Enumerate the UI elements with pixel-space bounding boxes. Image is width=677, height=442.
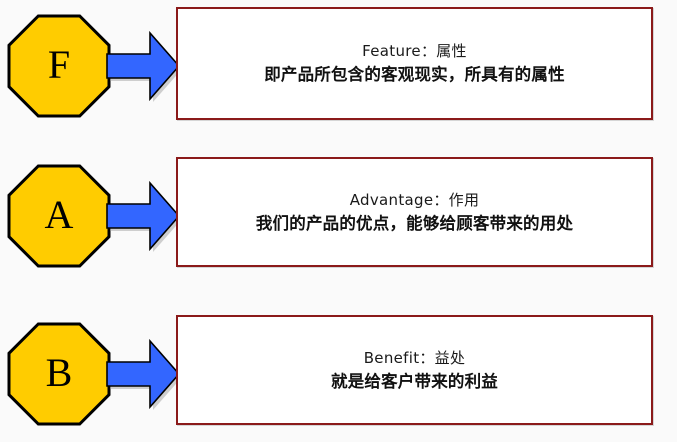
box-description-benefit: 就是给客户带来的利益 xyxy=(331,371,498,391)
octagon-letter-f: F xyxy=(47,42,71,87)
octagon-path xyxy=(7,14,111,118)
arrow-path xyxy=(106,30,181,102)
description-box-benefit: Benefit：益处 就是给客户带来的利益 xyxy=(176,315,653,425)
arrow-path xyxy=(106,338,181,410)
arrow-icon-f xyxy=(104,30,182,102)
diagram-row-benefit: B Benefit：益处 就是给客户带来的利益 xyxy=(0,313,677,431)
box-title-feature: Feature：属性 xyxy=(362,42,467,60)
diagram-row-advantage: A Advantage：作用 我们的产品的优点，能够给顾客带来的用处 xyxy=(0,155,677,273)
box-description-advantage: 我们的产品的优点，能够给顾客带来的用处 xyxy=(255,213,574,233)
description-box-advantage: Advantage：作用 我们的产品的优点，能够给顾客带来的用处 xyxy=(176,157,653,267)
arrow-path xyxy=(106,180,181,252)
octagon-shape-a[interactable]: A xyxy=(7,164,111,268)
description-box-feature: Feature：属性 即产品所包含的客观现实，所具有的属性 xyxy=(176,7,653,120)
box-description-feature: 即产品所包含的客观现实，所具有的属性 xyxy=(264,65,565,84)
octagon-letter-b: B xyxy=(45,350,73,395)
arrow-icon-b xyxy=(104,338,182,410)
arrow-icon-a xyxy=(104,180,182,252)
diagram-row-feature: F Feature：属性 即产品所包含的客观现实，所具有的属性 xyxy=(0,5,677,123)
octagon-shape-f[interactable]: F xyxy=(7,14,111,118)
box-title-advantage: Advantage：作用 xyxy=(349,190,480,209)
octagon-path xyxy=(7,164,111,268)
octagon-shape-b[interactable]: B xyxy=(7,322,111,426)
octagon-path xyxy=(7,322,111,426)
box-title-benefit: Benefit：益处 xyxy=(363,348,466,367)
octagon-letter-a: A xyxy=(44,192,74,237)
